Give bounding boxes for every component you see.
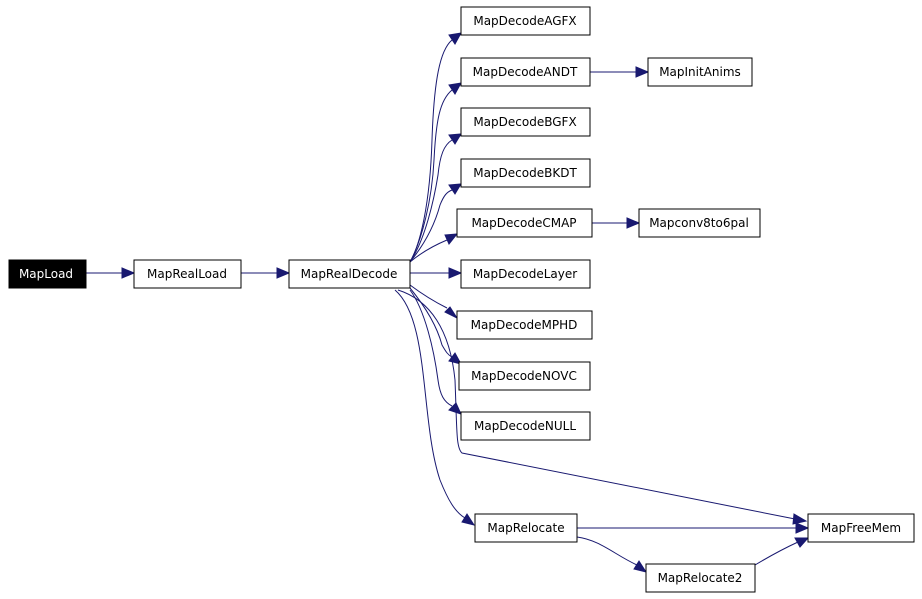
node-mapdecodeagfx[interactable]: MapDecodeAGFX	[460, 6, 591, 36]
edge-maprelocate2-mapfreemem	[754, 537, 810, 566]
node-maprelocate2[interactable]: MapRelocate2	[645, 563, 756, 593]
edge-maprealdecode-mapdecodeandt	[409, 82, 462, 263]
edge-maprealdecode-mapdecodebkdt	[409, 183, 462, 263]
node-mapdecodebgfx[interactable]: MapDecodeBGFX	[460, 107, 591, 137]
node-maprelocate[interactable]: MapRelocate	[474, 513, 578, 543]
edge-maprelocate-mapfreemem	[577, 522, 810, 534]
node-mapload[interactable]: MapLoad	[8, 259, 87, 289]
node-mapdecodecmap[interactable]: MapDecodeCMAP	[456, 208, 593, 238]
node-label: MapDecodeMPHD	[471, 318, 578, 332]
node-label: MapRealLoad	[147, 267, 227, 281]
node-mapfreemem[interactable]: MapFreeMem	[807, 513, 915, 543]
node-label: Mapconv8to6pal	[649, 216, 749, 230]
edge-maprealdecode-mapdecodenull	[409, 289, 462, 415]
node-mapinitanims[interactable]: MapInitAnims	[647, 57, 753, 87]
node-label: MapDecodeNULL	[474, 419, 576, 433]
node-mapdecodemphd[interactable]: MapDecodeMPHD	[456, 310, 593, 340]
node-maprealload[interactable]: MapRealLoad	[133, 259, 242, 289]
node-mapdecodelayer[interactable]: MapDecodeLayer	[460, 259, 591, 289]
node-label: MapRealDecode	[301, 267, 398, 281]
node-label: MapDecodeANDT	[473, 65, 578, 79]
edge-maprealdecode-mapfreemem	[397, 289, 808, 525]
node-mapconv8to6pal[interactable]: Mapconv8to6pal	[638, 208, 761, 238]
edge-maprealdecode-mapdecodemphd	[409, 284, 459, 320]
edge-mapdecodecmap-mapconv8to6pal	[592, 217, 641, 229]
node-mapdecodebkdt[interactable]: MapDecodeBKDT	[460, 158, 591, 188]
node-label: MapInitAnims	[659, 65, 741, 79]
edge-maprealload-maprealdecode	[241, 267, 291, 279]
node-mapdecodenovc[interactable]: MapDecodeNOVC	[458, 361, 591, 391]
node-label: MapDecodeLayer	[473, 267, 577, 281]
node-maprealdecode[interactable]: MapRealDecode	[288, 259, 411, 289]
node-label: MapLoad	[19, 267, 73, 281]
node-label: MapDecodeAGFX	[473, 14, 576, 28]
node-label: MapDecodeBKDT	[473, 166, 577, 180]
edge-maprealdecode-mapdecodelayer	[410, 267, 463, 279]
node-label: MapDecodeCMAP	[471, 216, 576, 230]
edge-maprealdecode-mapdecodecmap	[409, 233, 459, 263]
node-label: MapDecodeNOVC	[471, 369, 577, 383]
edge-maprelocate-maprelocate2	[576, 536, 648, 573]
edge-maprealdecode-maprelocate	[394, 289, 476, 526]
edge-mapdecodeandt-mapinitanims	[590, 66, 650, 78]
node-label: MapFreeMem	[821, 521, 901, 535]
edge-mapload-maprealload	[86, 267, 136, 279]
edge-maprealdecode-mapdecodeagfx	[409, 32, 462, 263]
edge-maprealdecode-mapdecodebgfx	[409, 133, 462, 263]
node-label: MapRelocate2	[658, 571, 743, 585]
node-mapdecodenull[interactable]: MapDecodeNULL	[460, 411, 591, 441]
node-label: MapDecodeBGFX	[473, 115, 576, 129]
node-label: MapRelocate	[487, 521, 564, 535]
node-mapdecodeandt[interactable]: MapDecodeANDT	[460, 57, 591, 87]
